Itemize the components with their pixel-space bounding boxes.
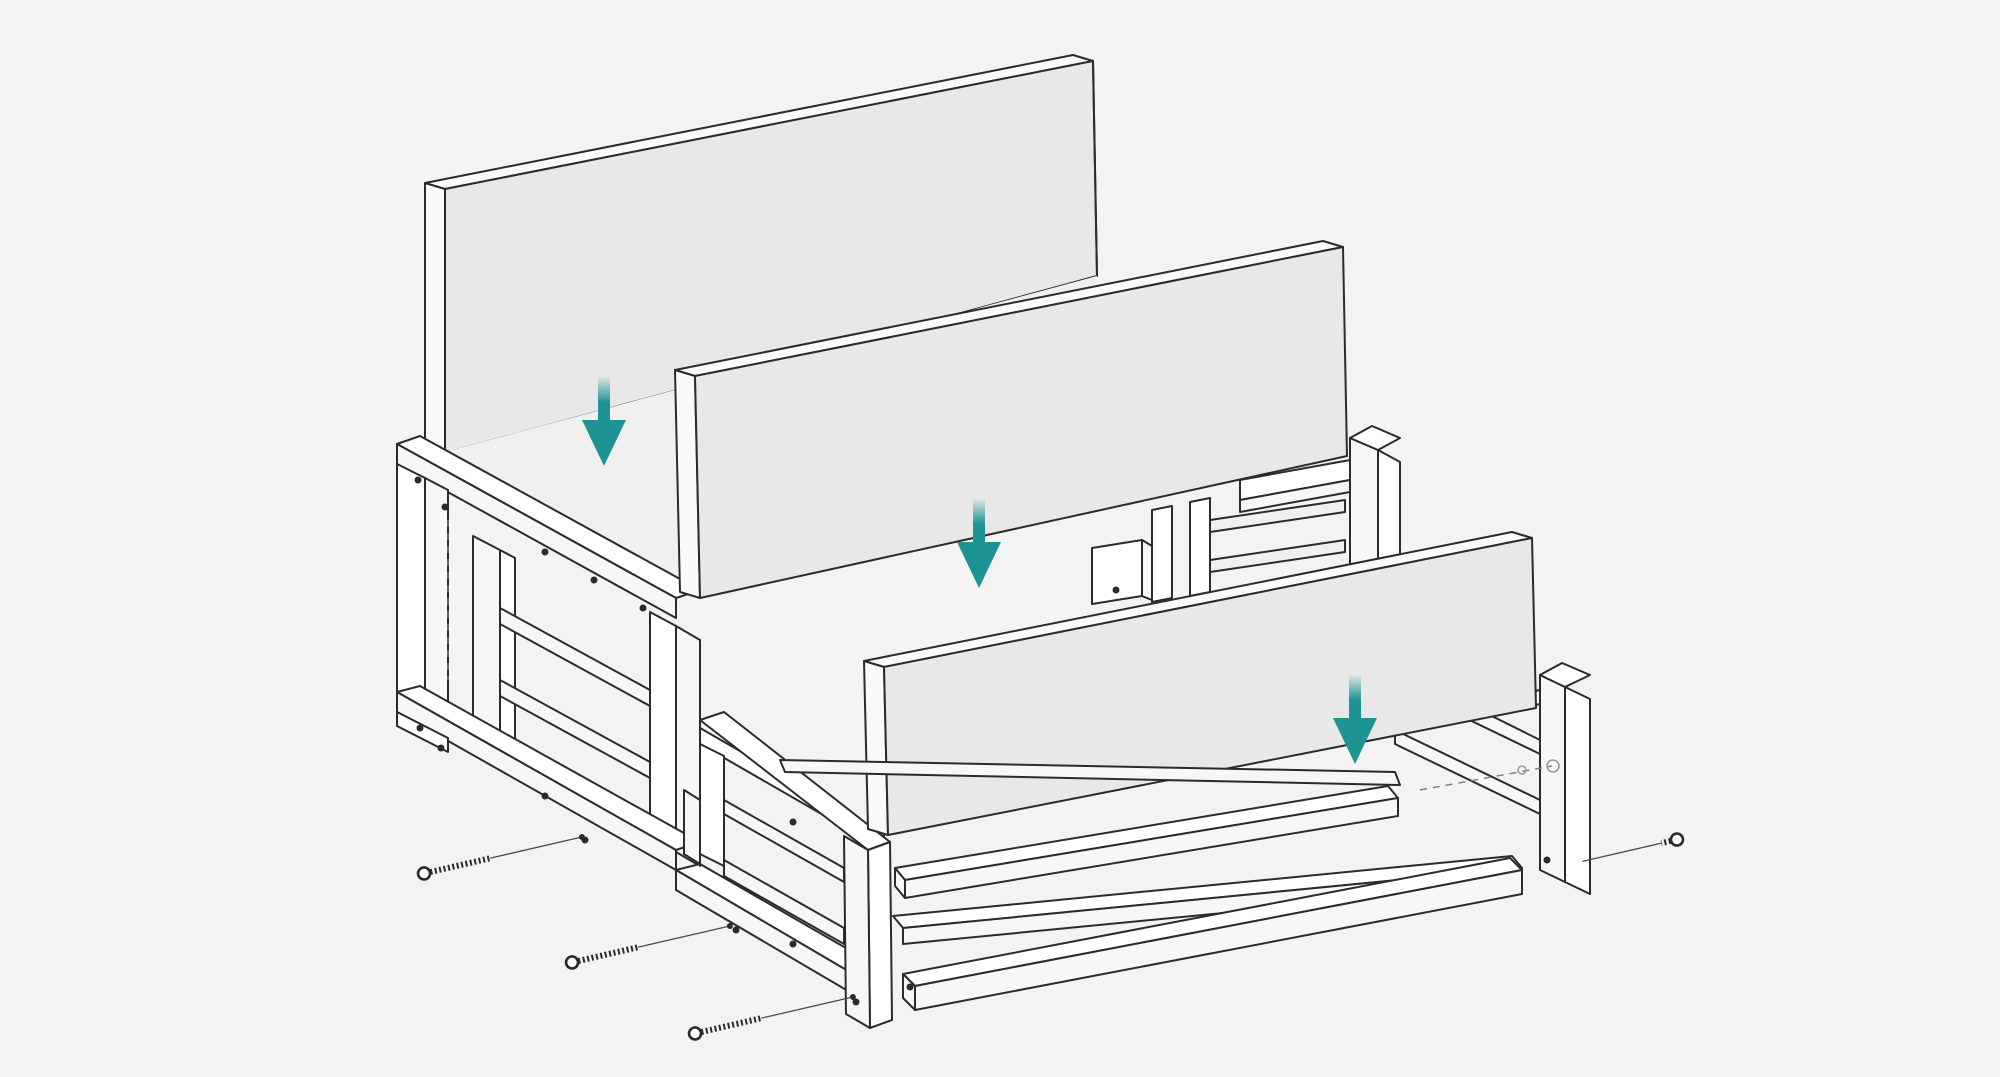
bottom-slats xyxy=(779,759,1523,1011)
screw-icon xyxy=(1582,832,1685,863)
screw-icon xyxy=(564,923,733,970)
screw-icon xyxy=(687,994,856,1041)
rear-right-frame xyxy=(1091,425,1401,605)
screw-icon xyxy=(416,834,585,881)
middle-panel xyxy=(674,240,1348,599)
front-panel xyxy=(863,531,1537,836)
back-panel xyxy=(424,54,1098,453)
